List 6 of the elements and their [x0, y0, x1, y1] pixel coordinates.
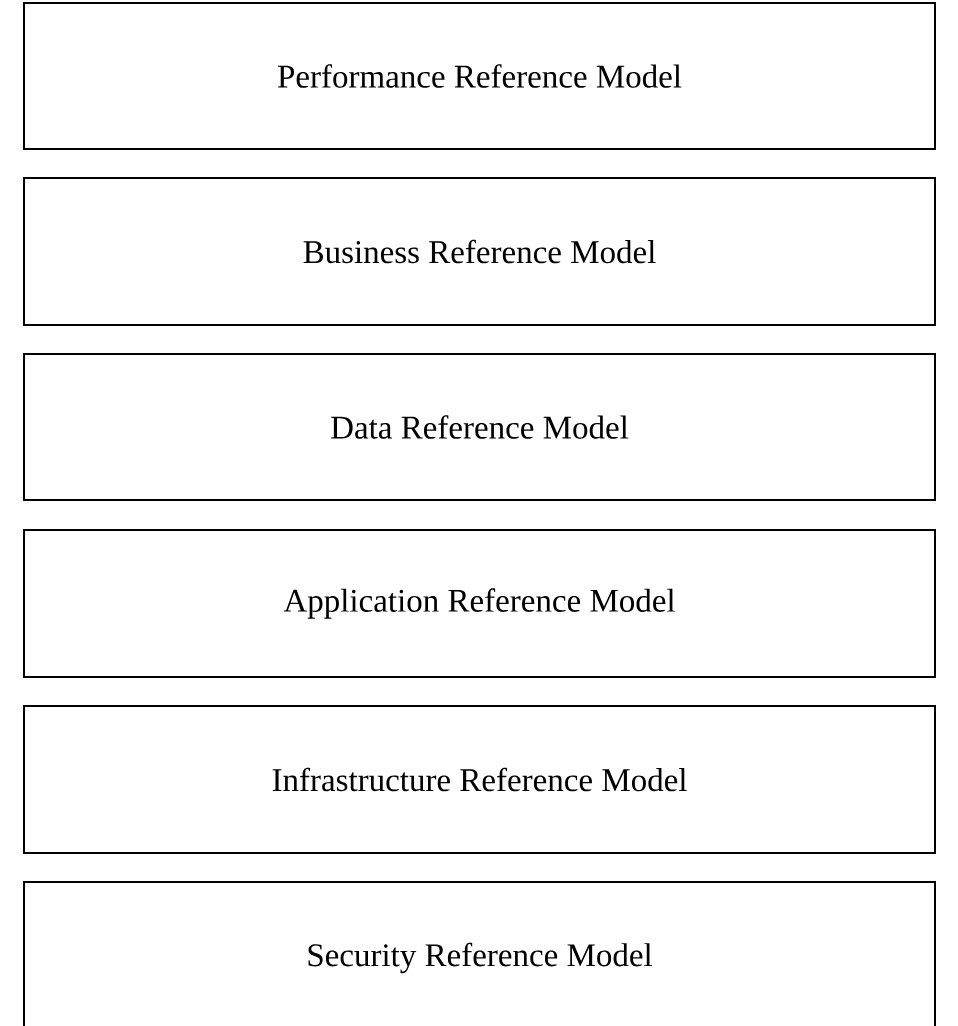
model-box: Infrastructure Reference Model — [23, 705, 936, 854]
model-box: Performance Reference Model — [23, 2, 936, 150]
model-box: Application Reference Model — [23, 529, 936, 678]
model-box: Business Reference Model — [23, 177, 936, 326]
model-box: Data Reference Model — [23, 353, 936, 501]
model-box: Security Reference Model — [23, 881, 936, 1026]
